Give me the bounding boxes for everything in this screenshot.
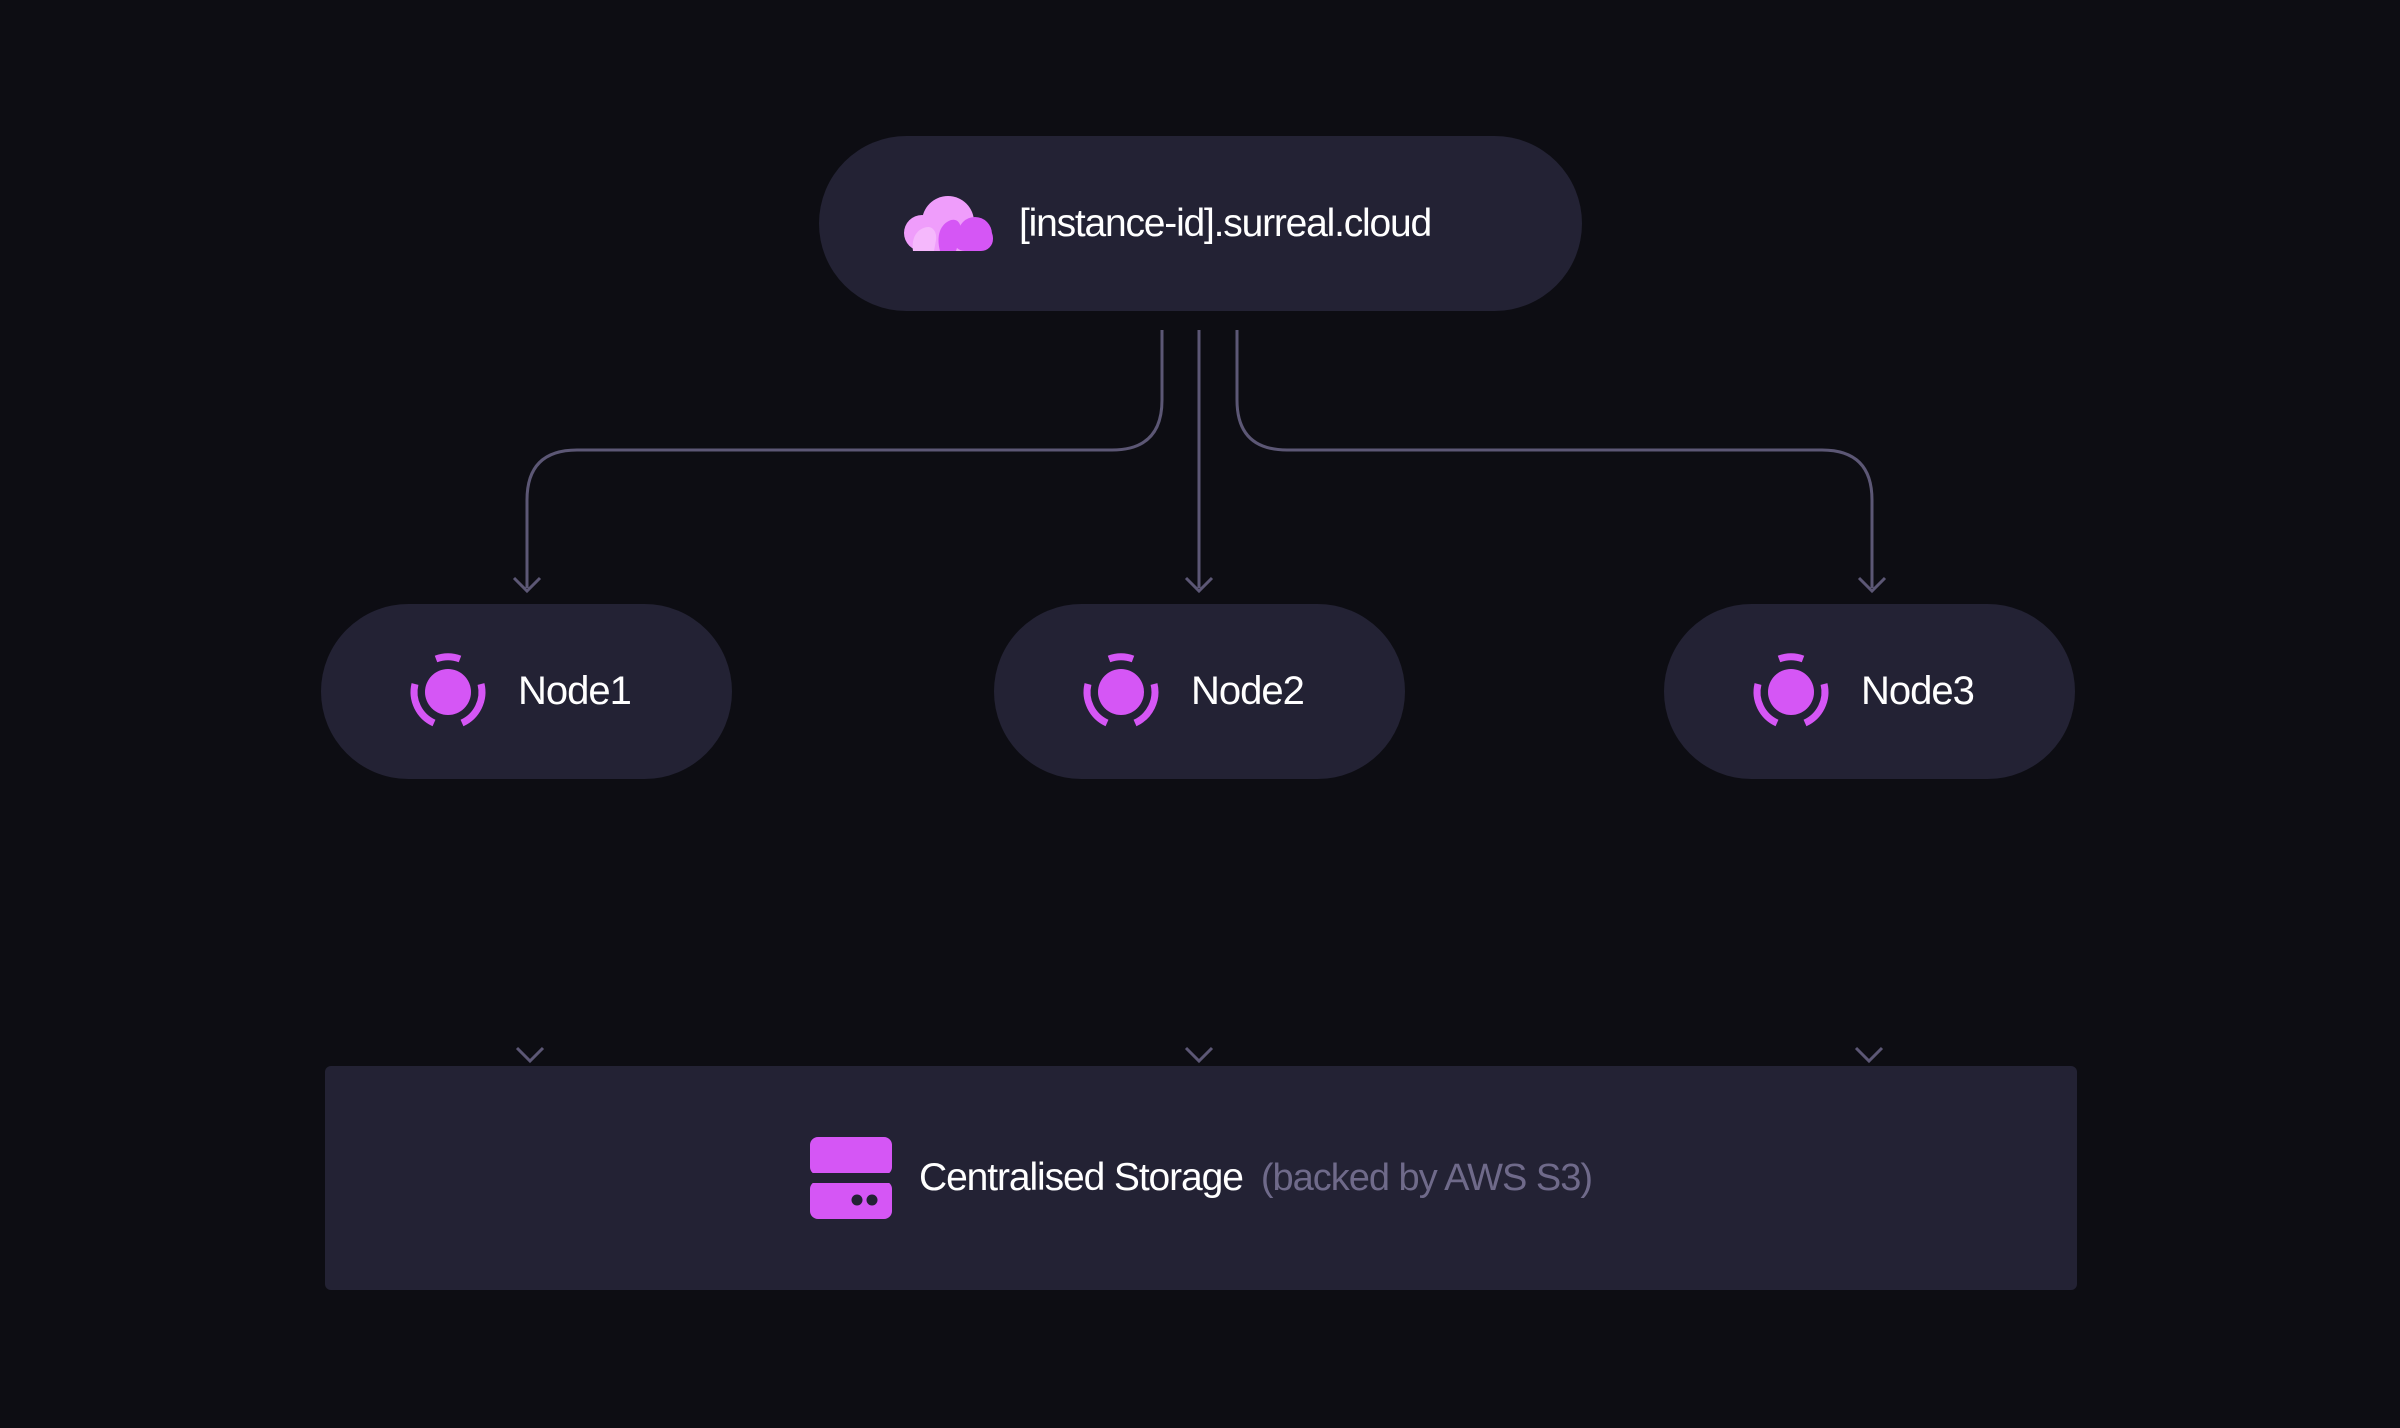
arrowhead-storage-2	[1184, 1046, 1214, 1064]
node-label-2: Node2	[1191, 669, 1305, 713]
arrowhead-storage-3	[1854, 1046, 1884, 1064]
storage-sublabel: (backed by AWS S3)	[1260, 1156, 1593, 1199]
arrowhead-node3	[1857, 576, 1887, 594]
storage-server-icon	[810, 1137, 892, 1219]
connector-root-node3	[1235, 330, 1874, 588]
root-endpoint-label: [instance-id].surreal.cloud	[1019, 201, 1432, 245]
node-icon	[1749, 650, 1833, 734]
arrowhead-storage-1	[515, 1046, 545, 1064]
node-pill-1: Node1	[321, 604, 732, 779]
centralised-storage-panel: Centralised Storage (backed by AWS S3)	[325, 1066, 2077, 1290]
root-endpoint-pill: [instance-id].surreal.cloud	[819, 136, 1582, 311]
storage-label: Centralised Storage	[919, 1156, 1244, 1199]
arrowhead-node1	[512, 576, 542, 594]
node-icon	[406, 650, 490, 734]
node-label-3: Node3	[1861, 669, 1975, 713]
node-pill-2: Node2	[994, 604, 1405, 779]
arrowhead-node2	[1184, 576, 1214, 594]
node-pill-3: Node3	[1664, 604, 2075, 779]
connector-root-node1	[525, 330, 1164, 588]
node-label-1: Node1	[518, 669, 632, 713]
node-icon	[1079, 650, 1163, 734]
cloud-icon	[903, 194, 997, 254]
